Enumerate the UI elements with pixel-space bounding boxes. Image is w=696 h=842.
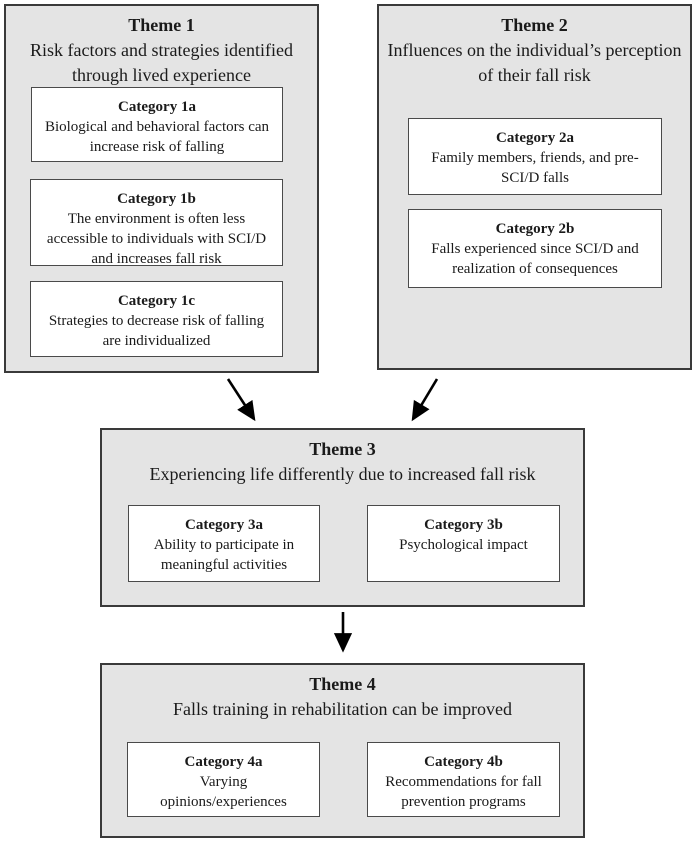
category-1a-title: Category 1a (118, 99, 196, 115)
category-4a-title: Category 4a (184, 754, 263, 770)
theme-3-box: Theme 3 Experiencing life differently du… (100, 428, 585, 607)
category-3a-text: Ability to participate in meaningful act… (153, 537, 295, 573)
theme-3-title: Theme 3 (309, 439, 376, 459)
category-2a-box: Category 2a Family members, friends, and… (408, 118, 662, 195)
category-2a-text: Family members, friends, and pre-SCI/D f… (431, 150, 639, 186)
theme-1-box: Theme 1 Risk factors and strategies iden… (4, 4, 319, 373)
theme-2-title: Theme 2 (501, 15, 568, 35)
category-1b-box: Category 1b The environment is often les… (30, 179, 283, 267)
category-3b-box: Category 3b Psychological impact (367, 505, 560, 582)
category-4b-box: Category 4b Recommendations for fall pre… (367, 742, 560, 817)
category-1b-text: The environment is often less accessible… (46, 211, 267, 267)
category-1c-box: Category 1c Strategies to decrease risk … (30, 281, 283, 357)
theme-1-subtitle: Risk factors and strategies identified t… (30, 40, 293, 85)
category-1b-title: Category 1b (117, 191, 196, 207)
theme-1-title: Theme 1 (128, 15, 195, 35)
category-1a-box: Category 1a Biological and behavioral fa… (31, 87, 283, 162)
category-3a-title: Category 3a (185, 517, 263, 533)
category-2b-box: Category 2b Falls experienced since SCI/… (408, 209, 662, 288)
category-3b-title: Category 3b (424, 517, 503, 533)
category-2a-title: Category 2a (496, 130, 574, 146)
category-1c-text: Strategies to decrease risk of falling a… (48, 313, 265, 349)
theme-4-title: Theme 4 (309, 674, 376, 694)
theme-4-box: Theme 4 Falls training in rehabilitation… (100, 663, 585, 838)
category-3a-box: Category 3a Ability to participate in me… (128, 505, 320, 582)
category-4b-title: Category 4b (424, 754, 503, 770)
theme-4-subtitle: Falls training in rehabilitation can be … (173, 699, 512, 719)
theme-2-box: Theme 2 Influences on the individual’s p… (377, 4, 692, 370)
category-1c-title: Category 1c (117, 293, 196, 309)
category-2b-text: Falls experienced since SCI/D and realiz… (431, 241, 639, 277)
arrow-theme2-to-theme3 (411, 378, 439, 422)
category-2b-title: Category 2b (495, 221, 575, 237)
theme-3-subtitle: Experiencing life differently due to inc… (149, 464, 536, 484)
category-1a-text: Biological and behavioral factors can in… (44, 119, 270, 155)
category-3b-text: Psychological impact (399, 537, 528, 553)
category-4b-text: Recommendations for fall prevention prog… (385, 774, 542, 810)
theme-2-subtitle: Influences on the individual’s perceptio… (387, 40, 682, 85)
arrow-theme1-to-theme3 (226, 378, 256, 422)
category-4a-box: Category 4a Varying opinions/experiences (127, 742, 320, 817)
category-4a-text: Varying opinions/experiences (160, 774, 287, 810)
